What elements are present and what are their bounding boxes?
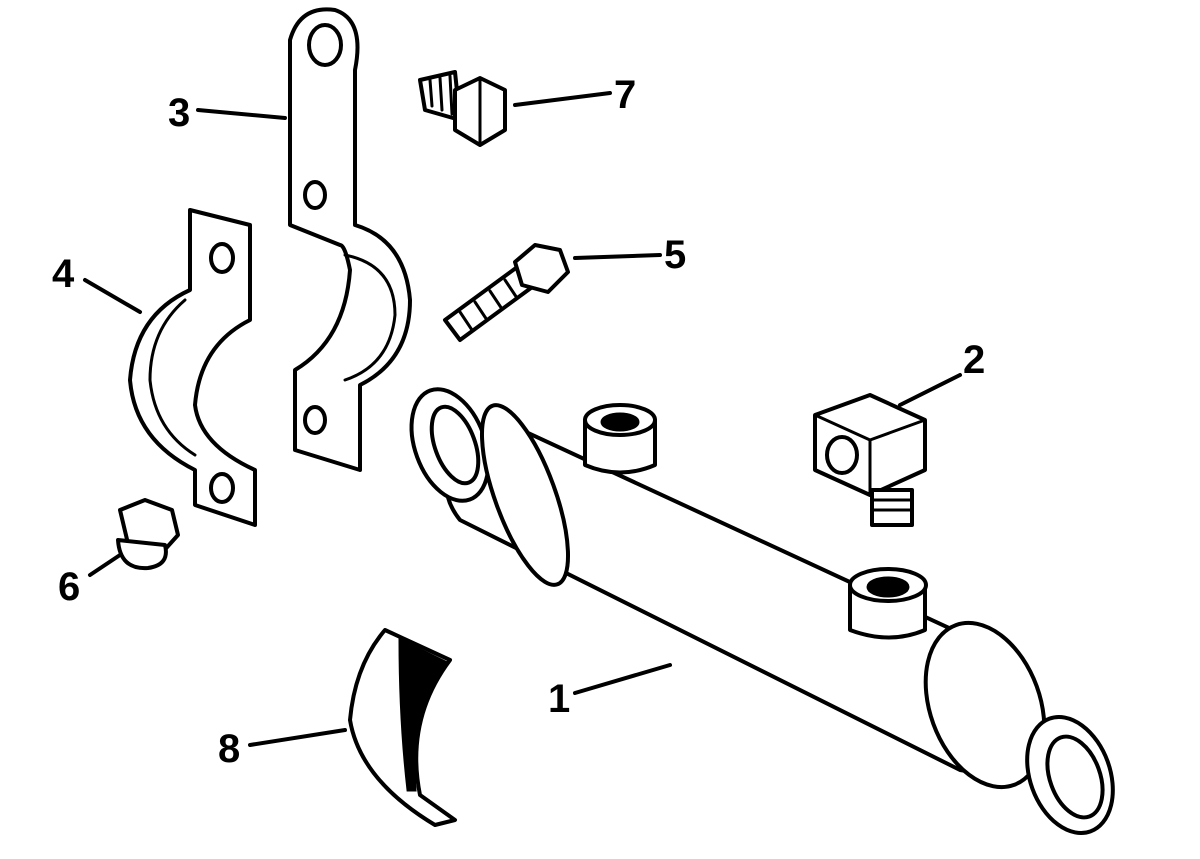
part-3-upper-clamp-bracket [288, 7, 412, 472]
leader-6 [88, 553, 122, 577]
callout-4: 4 [52, 252, 75, 296]
part-6-acorn-nut [116, 498, 180, 571]
part-7-hex-bolt [418, 70, 507, 147]
callout-1: 1 [548, 677, 570, 721]
part-2-elbow-fitting [813, 393, 927, 527]
leader-4 [83, 278, 142, 314]
callout-5: 5 [664, 233, 686, 277]
leader-7 [513, 91, 612, 107]
leader-3 [196, 108, 287, 120]
leader-1 [573, 663, 672, 695]
part-5-long-bolt [443, 243, 570, 342]
leader-8 [248, 728, 347, 747]
leader-lines [83, 91, 962, 747]
callout-2: 2 [963, 338, 985, 382]
part-8-curved-pad [348, 628, 457, 827]
callout-7: 7 [614, 73, 636, 117]
part-1-heat-exchanger [409, 387, 1115, 836]
leader-5 [573, 253, 662, 260]
part-4-lower-clamp-strap [128, 208, 257, 527]
leader-2 [898, 373, 962, 407]
callout-8: 8 [218, 727, 240, 771]
callout-3: 3 [168, 91, 190, 135]
callout-numbers: 1 2 3 4 5 6 7 8 [52, 73, 985, 771]
callout-6: 6 [58, 565, 80, 609]
